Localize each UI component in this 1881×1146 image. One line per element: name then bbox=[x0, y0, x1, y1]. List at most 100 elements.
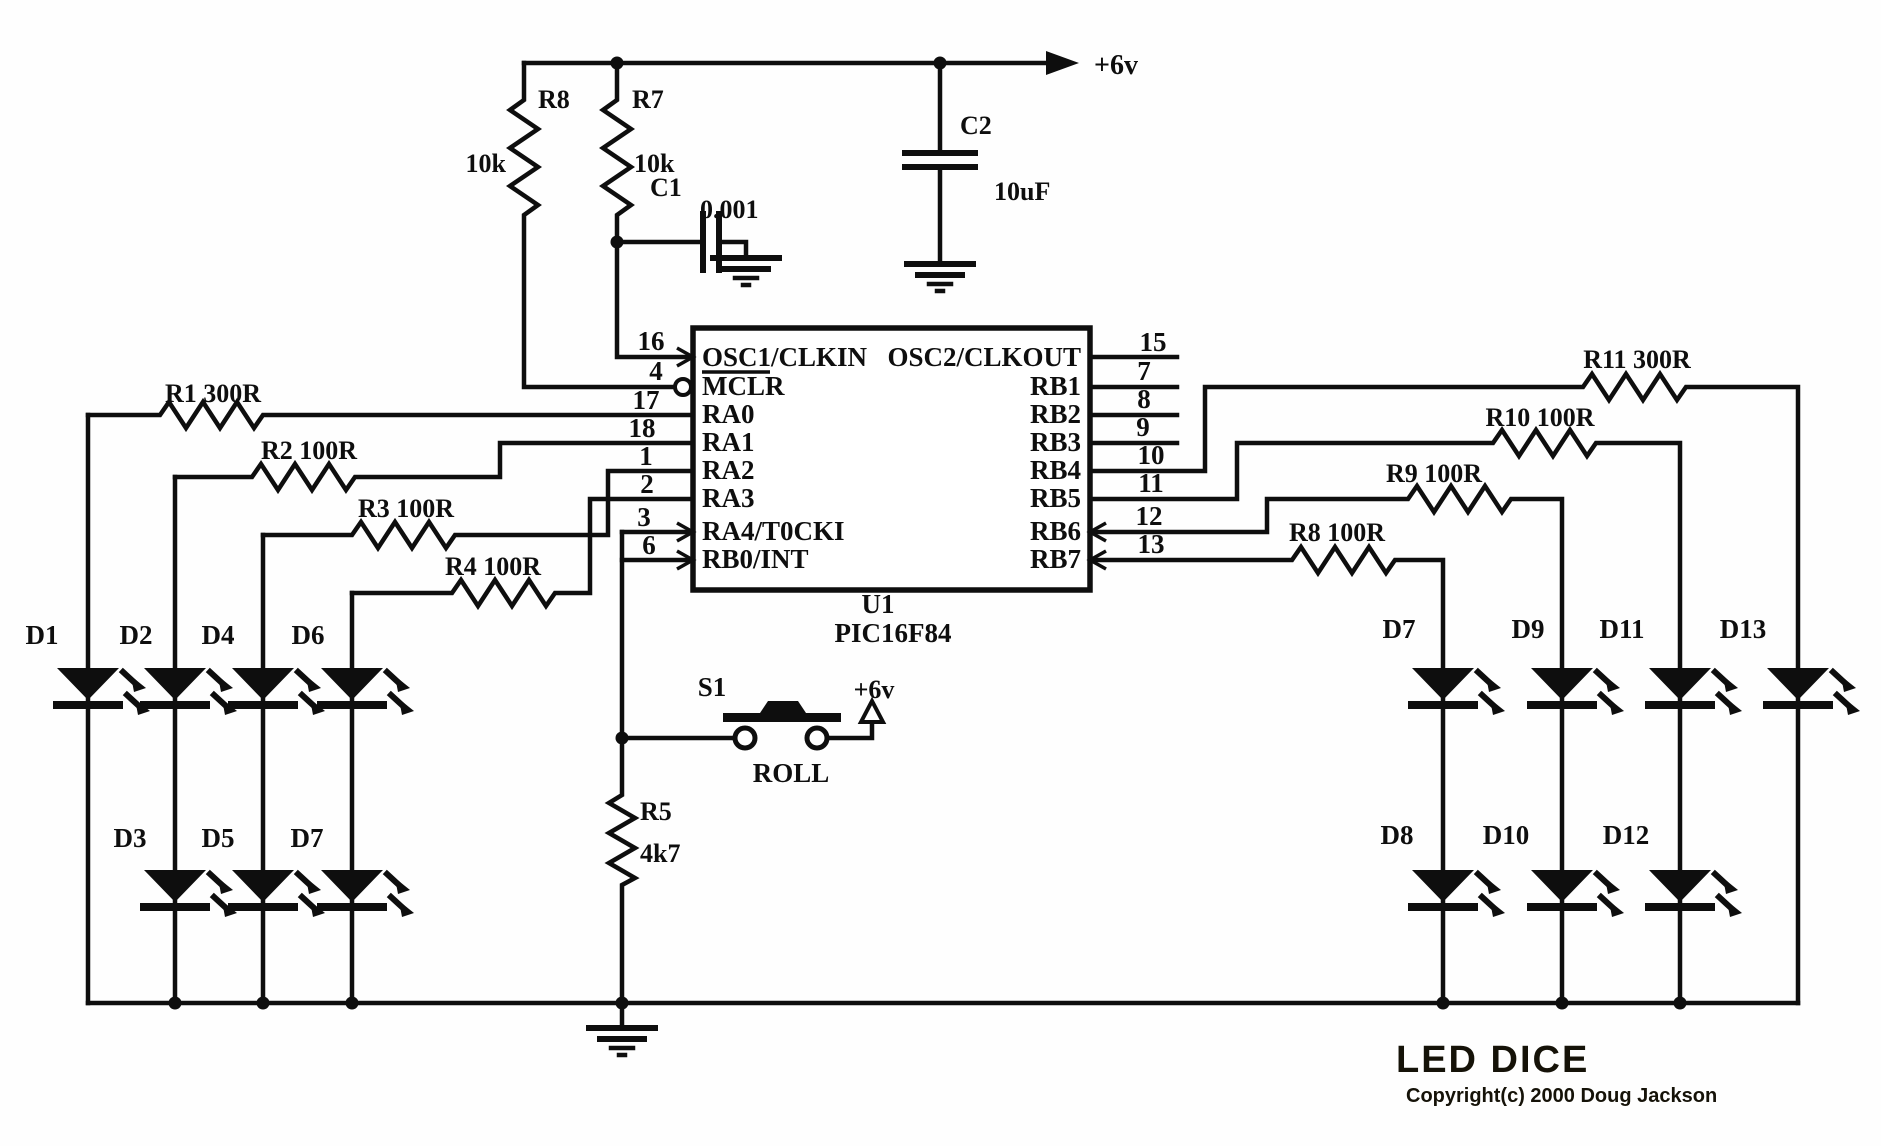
pin-name-rb6: RB6 bbox=[1030, 516, 1081, 546]
ground-icon bbox=[589, 1028, 655, 1055]
junction-dot bbox=[933, 56, 947, 70]
pin-name-mclr: MCLR bbox=[702, 371, 785, 401]
net-rb7-r8: R8 100R bbox=[1087, 518, 1446, 1006]
ic-ref: U1 bbox=[862, 589, 895, 619]
pin-name-rb1: RB1 bbox=[1030, 371, 1081, 401]
pin-name-ra4: RA4/T0CKI bbox=[702, 516, 845, 546]
junction-dot bbox=[168, 996, 182, 1010]
ground-rail bbox=[85, 996, 1801, 1056]
net-ra1-r2: R2 100R bbox=[172, 436, 696, 495]
led-d4 bbox=[232, 668, 325, 715]
pin-num-10: 10 bbox=[1138, 440, 1165, 470]
junction-dot bbox=[610, 56, 624, 70]
junction-dot bbox=[345, 996, 359, 1010]
led-d2 bbox=[144, 668, 237, 715]
pin-num-8: 8 bbox=[1137, 384, 1151, 414]
pin-num-6: 6 bbox=[642, 530, 656, 560]
s1-action-label: ROLL bbox=[753, 758, 830, 788]
ic-designators: U1 PIC16F84 bbox=[835, 589, 952, 648]
switch-terminal bbox=[804, 725, 830, 751]
capacitor-c1: C1 0.001 bbox=[614, 173, 779, 285]
s1-ref: S1 bbox=[698, 672, 727, 702]
junction-dot bbox=[1436, 996, 1450, 1010]
net-ra2-r3: R3 100R bbox=[260, 468, 696, 553]
pin-num-3: 3 bbox=[637, 502, 651, 532]
pin-name-osc1: OSC1/CLKIN bbox=[702, 342, 868, 372]
ic-left-pin-names: OSC1/CLKIN MCLR RA0 RA1 RA2 RA3 RA4/T0CK… bbox=[702, 342, 868, 574]
led-d4-label: D4 bbox=[202, 620, 235, 650]
led-d8-label: D8 bbox=[1381, 820, 1414, 850]
led-d5 bbox=[232, 870, 325, 917]
ic-left-pin-numbers: 16 4 17 18 1 2 3 6 bbox=[629, 326, 665, 560]
r4-label: R4 100R bbox=[445, 552, 541, 581]
capacitor-c2: C2 10uF bbox=[902, 60, 1050, 291]
pin-num-16: 16 bbox=[638, 326, 665, 356]
led-d9 bbox=[1531, 668, 1624, 715]
c1-value: 0.001 bbox=[700, 195, 759, 224]
pin-name-ra2: RA2 bbox=[702, 455, 755, 485]
junction-dot bbox=[615, 996, 629, 1010]
net-ra4-rb0-switch bbox=[615, 529, 738, 745]
ic-part: PIC16F84 bbox=[835, 618, 952, 648]
pin-name-ra1: RA1 bbox=[702, 427, 755, 457]
pin-name-rb5: RB5 bbox=[1030, 483, 1081, 513]
power-label: +6v bbox=[1094, 50, 1138, 81]
power-up-arrow-icon bbox=[857, 696, 887, 724]
pin-num-7: 7 bbox=[1137, 356, 1151, 386]
r9-label: R9 100R bbox=[1386, 459, 1482, 488]
footer: LED DICE Copyright(c) 2000 Doug Jackson bbox=[1396, 1039, 1717, 1107]
led-d1 bbox=[57, 668, 150, 715]
r7-ref: R7 bbox=[632, 85, 664, 114]
pin-num-2: 2 bbox=[640, 469, 654, 499]
led-d10-label: D10 bbox=[1483, 820, 1530, 850]
led-d7-left-label: D7 bbox=[291, 823, 324, 853]
pin-name-rb4: RB4 bbox=[1030, 455, 1081, 485]
pin-num-4: 4 bbox=[649, 356, 663, 386]
copyright-text: Copyright(c) 2000 Doug Jackson bbox=[1406, 1085, 1717, 1107]
led-d11 bbox=[1649, 668, 1742, 715]
led-d12 bbox=[1649, 870, 1742, 917]
pin-name-ra0: RA0 bbox=[702, 399, 755, 429]
pin-num-13: 13 bbox=[1138, 529, 1165, 559]
r1-label: R1 300R bbox=[165, 379, 261, 408]
c1-ref: C1 bbox=[650, 173, 682, 202]
ground-icon bbox=[907, 264, 973, 291]
pin-num-9: 9 bbox=[1136, 412, 1150, 442]
pin-name-rb7: RB7 bbox=[1030, 544, 1081, 574]
led-d7-right bbox=[1412, 668, 1505, 715]
pin-num-12: 12 bbox=[1136, 501, 1163, 531]
r2-label: R2 100R bbox=[261, 436, 357, 465]
led-d6-label: D6 bbox=[292, 620, 325, 650]
pin-name-rb3: RB3 bbox=[1030, 427, 1081, 457]
led-d13-label: D13 bbox=[1720, 614, 1767, 644]
pin-num-1: 1 bbox=[639, 441, 653, 471]
led-d8 bbox=[1412, 870, 1505, 917]
led-d7-left bbox=[321, 870, 414, 917]
junction-dot bbox=[1673, 996, 1687, 1010]
r5-ref: R5 bbox=[640, 797, 672, 826]
pin-name-rb2: RB2 bbox=[1030, 399, 1081, 429]
led-columns-left: D1 D2 D4 D6 D3 D5 D7 bbox=[26, 412, 415, 1006]
pin-num-18: 18 bbox=[629, 413, 656, 443]
pin-num-17: 17 bbox=[633, 385, 660, 415]
led-d12-label: D12 bbox=[1603, 820, 1650, 850]
led-d6 bbox=[321, 668, 414, 715]
switch-power-label: +6v bbox=[854, 675, 895, 704]
net-rb5-r10: R10 100R bbox=[1087, 403, 1683, 1006]
led-d9-label: D9 bbox=[1512, 614, 1545, 644]
junction-dot bbox=[256, 996, 270, 1010]
power-arrow-icon bbox=[1046, 51, 1079, 75]
led-d1-label: D1 bbox=[26, 620, 59, 650]
pin-num-11: 11 bbox=[1138, 468, 1164, 498]
net-rb4-r11: R11 300R bbox=[1087, 345, 1801, 1006]
r5-value: 4k7 bbox=[640, 839, 680, 868]
junction-dot bbox=[610, 235, 624, 249]
schematic-title: LED DICE bbox=[1396, 1039, 1589, 1081]
mclr-inversion-bubble bbox=[673, 377, 693, 397]
pin-name-ra3: RA3 bbox=[702, 483, 755, 513]
r3-label: R3 100R bbox=[358, 494, 454, 523]
led-d7-right-label: D7 bbox=[1383, 614, 1416, 644]
led-d10 bbox=[1531, 870, 1624, 917]
net-ra3-r4: R4 100R bbox=[349, 496, 696, 611]
led-d2-label: D2 bbox=[120, 620, 153, 650]
